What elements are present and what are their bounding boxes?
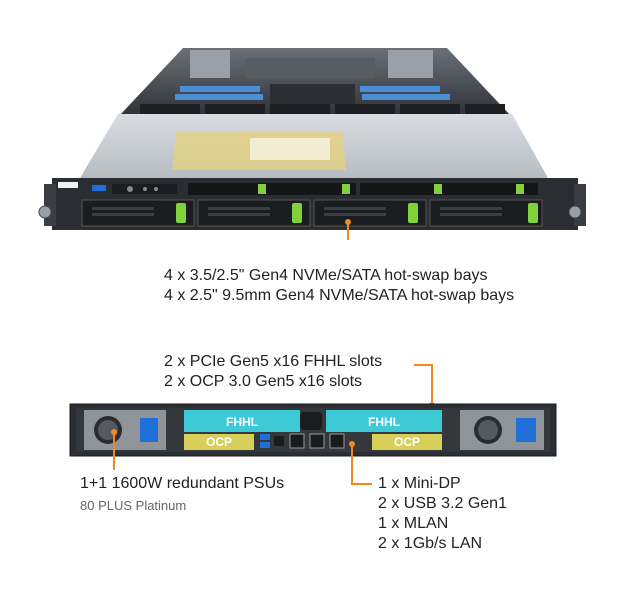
ocp-right-label: OCP	[394, 435, 420, 449]
front-callout-line-2: 4 x 2.5" 9.5mm Gen4 NVMe/SATA hot-swap b…	[164, 287, 515, 304]
front-bays-callout: 4 x 3.5/2.5" Gen4 NVMe/SATA hot-swap bay…	[164, 266, 514, 306]
drive-tray-latch[interactable]	[258, 184, 266, 194]
rear-usb-port[interactable]	[260, 442, 270, 448]
pcie-callout-line-1: 2 x PCIe Gen5 x16 FHHL slots	[164, 353, 383, 370]
pcie-callout-line-2: 2 x OCP 3.0 Gen5 x16 slots	[164, 373, 363, 390]
fhhl-slot-right[interactable]	[326, 410, 442, 432]
ocp-slot-right[interactable]	[372, 434, 442, 450]
server-rear-view: FHHL FHHL OCP OCP	[69, 403, 557, 457]
ocp-slot-left[interactable]	[184, 434, 254, 450]
io-callout-line-4: 2 x 1Gb/s LAN	[378, 535, 483, 552]
io-callout-line-3: 1 x MLAN	[378, 515, 449, 532]
front-usb-port[interactable]	[92, 185, 106, 191]
front-callout-line-1: 4 x 3.5/2.5" Gen4 NVMe/SATA hot-swap bay…	[164, 267, 488, 284]
drive-tray-latch[interactable]	[528, 203, 538, 223]
lan-port[interactable]	[309, 433, 325, 449]
rear-usb-port[interactable]	[260, 434, 270, 440]
drive-tray-latch[interactable]	[434, 184, 442, 194]
large-drive-bays	[81, 199, 543, 227]
power-button-icon[interactable]	[127, 186, 133, 192]
server-front-view	[38, 48, 586, 240]
lan-port[interactable]	[329, 433, 345, 449]
small-drive-bays	[188, 183, 538, 195]
io-callout-line-1: 1 x Mini-DP	[378, 475, 461, 492]
psu-title: 1+1 1600W redundant PSUs	[80, 475, 285, 492]
mlan-port[interactable]	[289, 433, 305, 449]
drive-tray-latch[interactable]	[408, 203, 418, 223]
psu-right[interactable]	[460, 410, 544, 450]
io-callout: 1 x Mini-DP 2 x USB 3.2 Gen1 1 x MLAN 2 …	[378, 474, 507, 554]
brand-badge	[58, 182, 78, 188]
left-thumbscrew-icon[interactable]	[38, 205, 52, 219]
pcie-callout: 2 x PCIe Gen5 x16 FHHL slots 2 x OCP 3.0…	[164, 352, 382, 392]
fhhl-slot-left[interactable]	[184, 410, 300, 432]
mini-dp-port[interactable]	[274, 436, 284, 446]
drive-tray-latch[interactable]	[342, 184, 350, 194]
fhhl-left-label: FHHL	[226, 415, 258, 429]
io-callout-line-2: 2 x USB 3.2 Gen1	[378, 495, 507, 512]
ocp-left-label: OCP	[206, 435, 232, 449]
psu-callout-title: 1+1 1600W redundant PSUs	[80, 474, 284, 494]
fhhl-right-label: FHHL	[368, 415, 400, 429]
psu-left[interactable]	[84, 410, 166, 450]
right-thumbscrew-icon[interactable]	[568, 205, 582, 219]
drive-tray-latch[interactable]	[176, 203, 186, 223]
psu-callout-subtitle: 80 PLUS Platinum	[80, 498, 187, 513]
drive-tray-latch[interactable]	[516, 184, 524, 194]
drive-tray-latch[interactable]	[292, 203, 302, 223]
